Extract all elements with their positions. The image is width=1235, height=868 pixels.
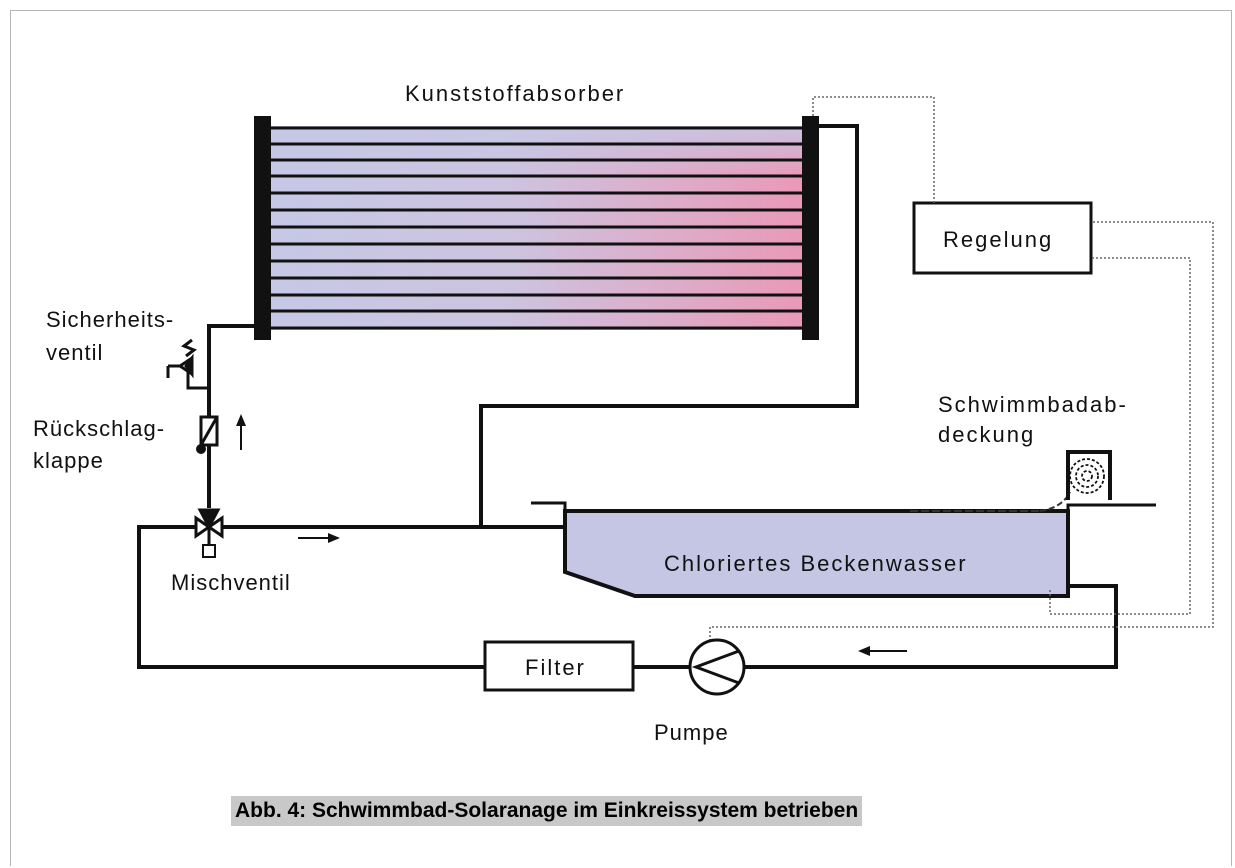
check-valve-label-2: klappe xyxy=(33,448,104,473)
absorber-return-pipe xyxy=(479,124,859,527)
pipes xyxy=(137,124,1118,669)
pool-water-label: Chloriertes Beckenwasser xyxy=(664,551,968,576)
absorber-header-right xyxy=(802,116,819,340)
pump-icon xyxy=(688,638,746,696)
signal-lines xyxy=(709,96,1214,641)
signal-pump xyxy=(709,221,1214,641)
flow-arrow-up-icon xyxy=(236,414,246,450)
filter-loop-pipe xyxy=(137,525,485,669)
flow-arrow-left-icon xyxy=(858,646,907,656)
signal-pool-temp xyxy=(1049,257,1191,615)
controller-box xyxy=(912,201,1093,275)
supply-pipe xyxy=(207,324,254,508)
pool-cover-label-2: deckung xyxy=(938,422,1035,447)
figure-caption: Abb. 4: Schwimmbad-Solaranage im Einkrei… xyxy=(231,796,863,826)
safety-valve-icon xyxy=(166,338,209,390)
safety-valve-label-1: Sicherheits- xyxy=(46,307,174,332)
absorber-label: Kunststoffabsorber xyxy=(405,81,625,106)
absorber-header-left xyxy=(254,116,271,340)
controller-label: Regelung xyxy=(943,227,1053,252)
pool xyxy=(531,501,1156,598)
filter-box xyxy=(483,640,635,692)
spiral-icon xyxy=(1069,458,1105,494)
mixing-valve-label: Mischventil xyxy=(171,570,291,595)
mixing-valve-icon xyxy=(194,508,224,558)
flow-arrow-right-icon xyxy=(298,533,340,543)
absorber xyxy=(254,116,819,340)
check-valve-label-1: Rückschlag- xyxy=(33,416,165,441)
check-valve-icon xyxy=(196,415,219,454)
signal-absorber xyxy=(812,96,935,203)
pump-label: Pumpe xyxy=(654,720,729,745)
pool-cover xyxy=(910,450,1112,512)
diagram-frame xyxy=(10,10,1232,866)
absorber-tubes xyxy=(262,126,810,330)
cover-housing xyxy=(1066,450,1112,500)
filter-label: Filter xyxy=(525,655,586,680)
pool-cover-label-1: Schwimmbadab- xyxy=(938,392,1128,417)
safety-valve-label-2: ventil xyxy=(46,340,103,365)
